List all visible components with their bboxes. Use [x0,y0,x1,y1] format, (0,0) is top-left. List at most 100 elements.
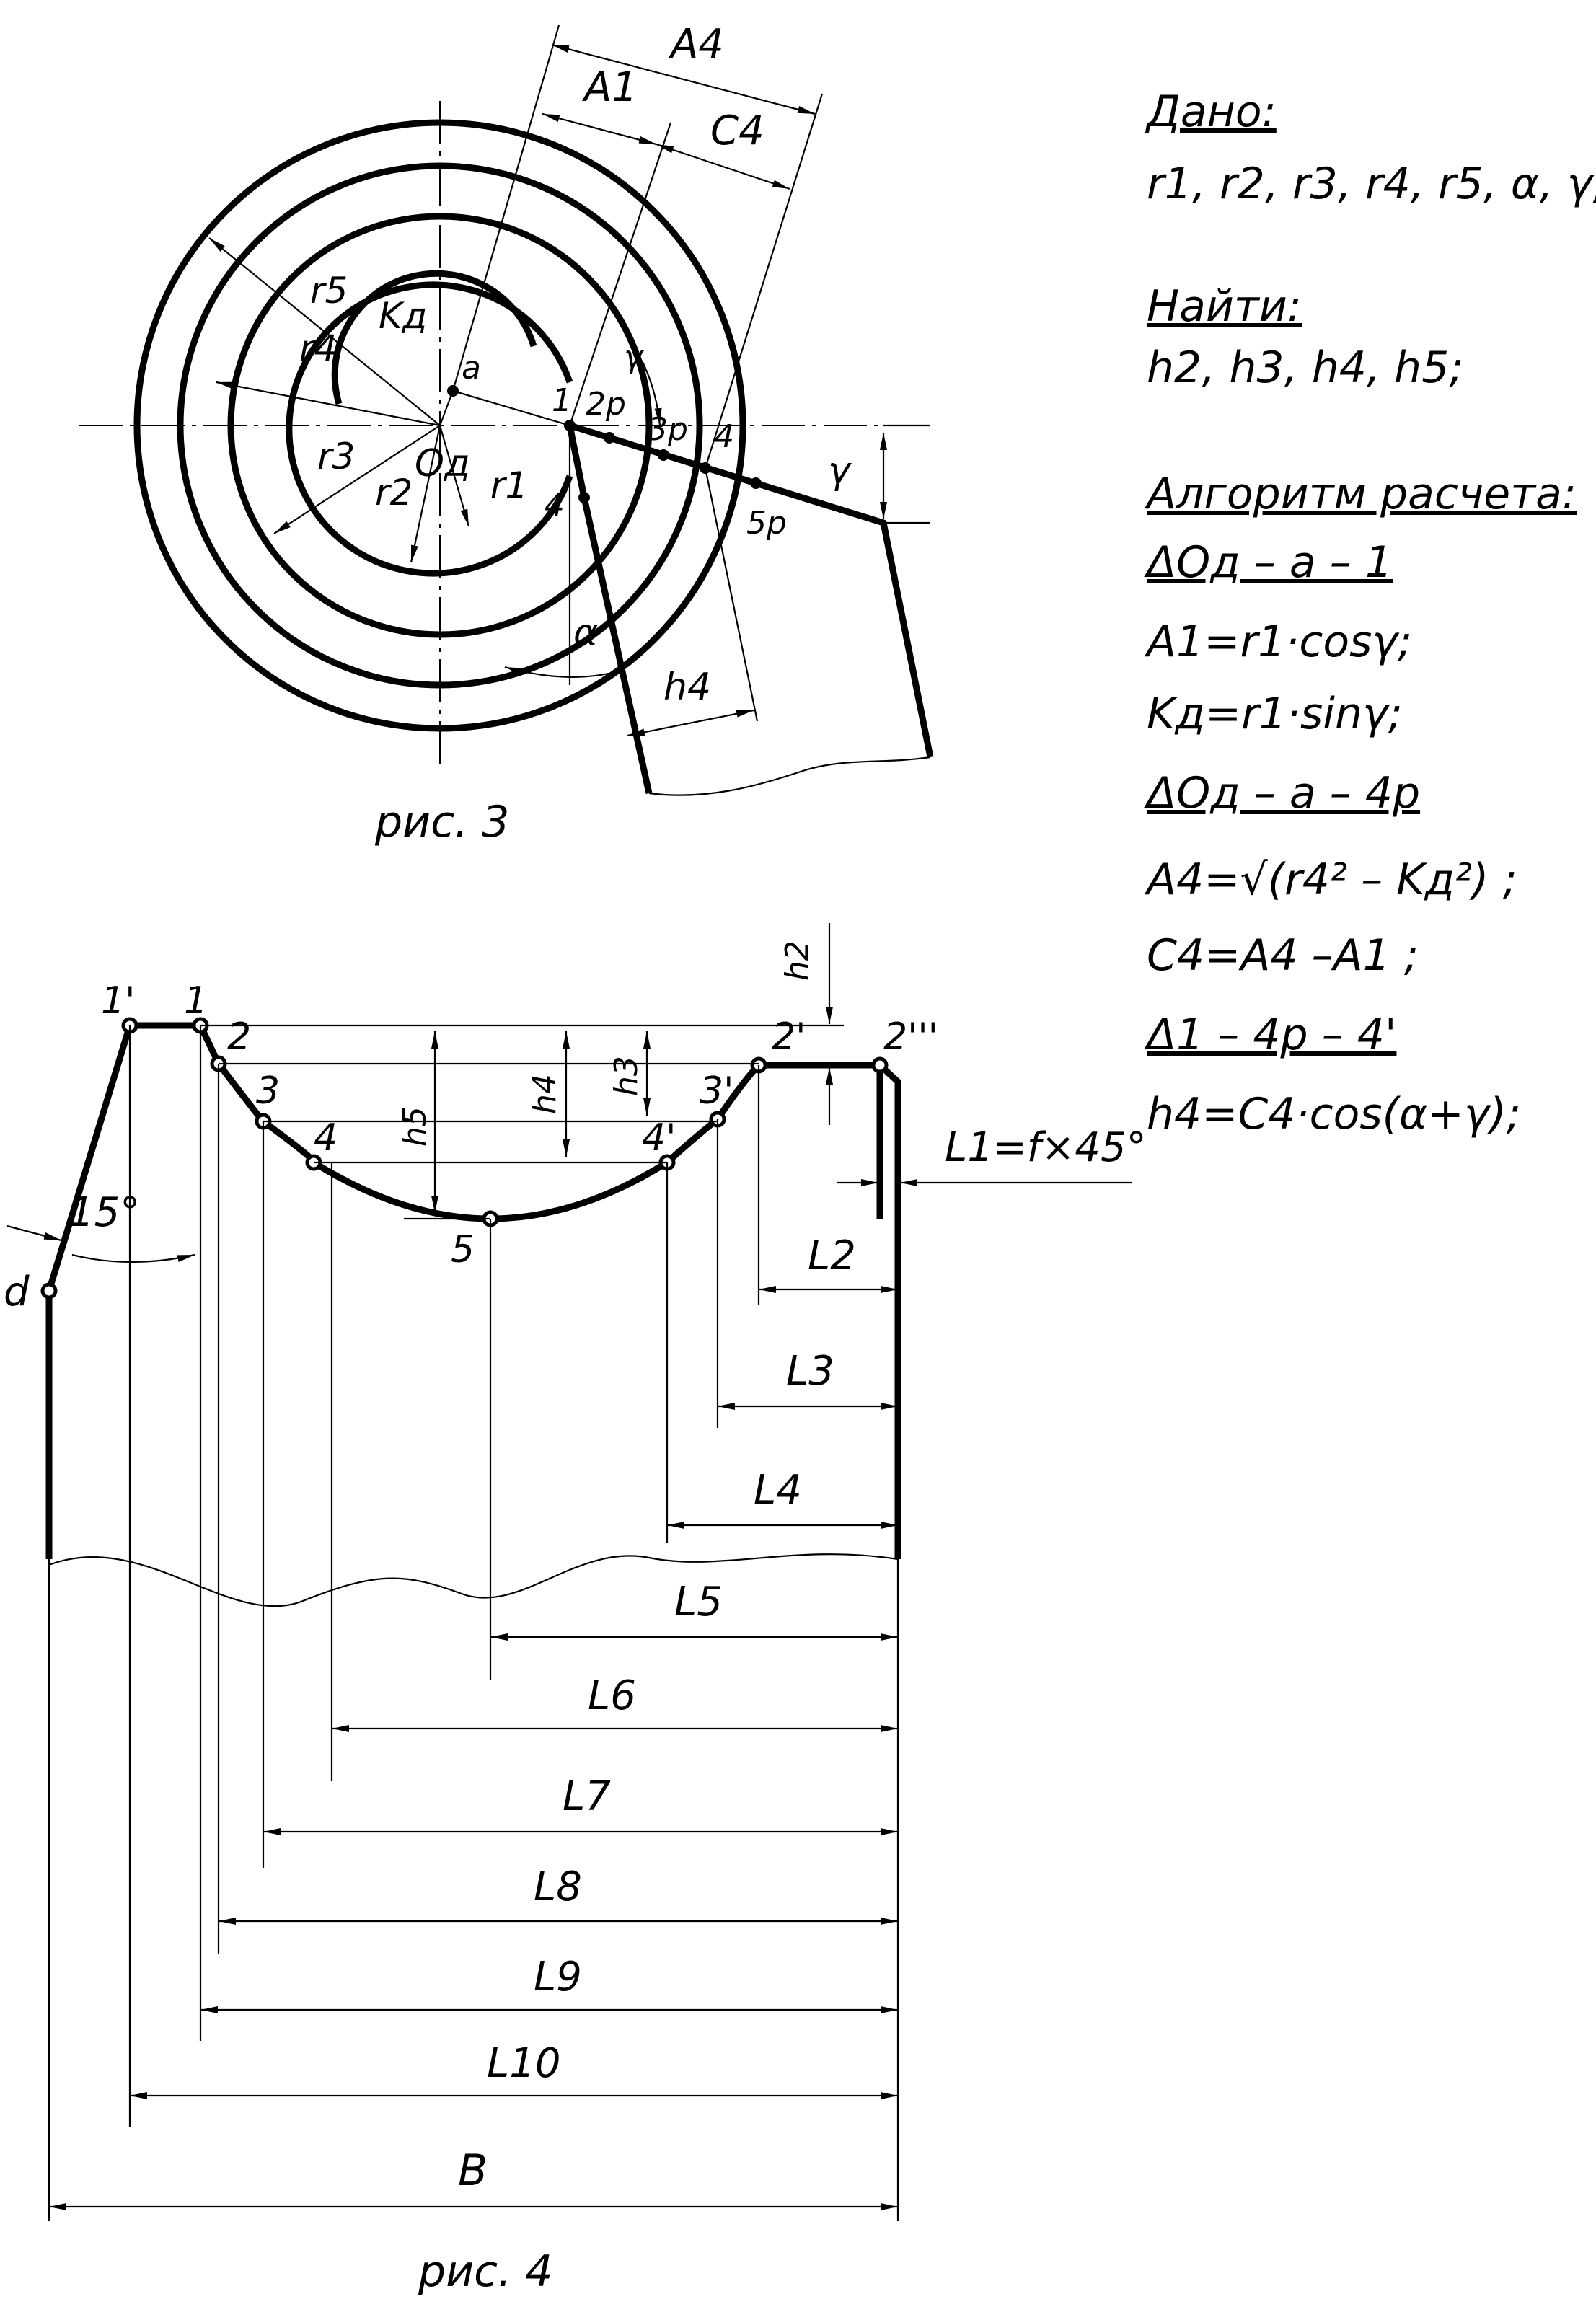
leader-kd [438,390,454,426]
dim-h4-fig3 [583,467,759,737]
given-list: r1, r2, r3, r4, r5, α, γ; [1147,159,1596,209]
tool-break-line [648,756,931,796]
label-h4-fig3: h4 [663,666,711,709]
figure-4: 1' 1 2 3 4 5 4' 3' 2' 2''' d 15° h5 h4 h… [4,923,1147,2297]
ext-line-a [451,25,560,392]
figure-3: A4 A1 C4 r5 r4 r3 r2 r1 Kд Oд a 1 2p 3p … [79,21,934,847]
label-point-1prime: 1' [101,979,135,1023]
label-h2: h2 [779,940,816,981]
label-l3: L3 [786,1348,834,1395]
label-point-d: d [4,1268,30,1315]
given-title: Дано: [1145,87,1277,137]
label-l9: L9 [534,1954,582,2000]
triangle-3: Δ1 – 4p – 4' [1144,1010,1396,1060]
label-point-5-fig4: 5 [451,1228,475,1271]
label-point-3prime: 3' [700,1069,733,1113]
circle-r1-arc [331,270,537,405]
dims-a-c [451,25,824,469]
label-l6: L6 [588,1672,636,1719]
label-point-2prime: 2' [772,1015,806,1059]
label-r5: r5 [310,270,348,312]
label-l5: L5 [674,1579,723,1625]
caption-fig4: рис. 4 [418,2246,552,2297]
dim-line-c4 [656,143,790,190]
radius-leaders [208,237,570,563]
label-h4-fig4: h4 [526,1074,563,1114]
circle-r4 [177,162,703,689]
ext-h4-b [583,497,636,729]
label-b: B [458,2145,488,2196]
point-5p-marker [750,477,762,489]
label-gamma-top: γ [624,339,644,376]
label-point-1: 1 [552,382,572,419]
profile-left [45,1022,222,1559]
ext-line-4 [704,93,824,469]
label-l4: L4 [754,1467,802,1514]
algorithm-title: Алгоритм расчета: [1144,469,1577,519]
label-angle-15: 15° [69,1189,140,1236]
label-point-3-fig4: 3 [256,1069,280,1113]
leader-r2 [410,425,441,563]
label-l10: L10 [487,2040,560,2087]
equation-a4: A4=√(r4² – Kд²) ; [1144,855,1517,905]
ext-line-1 [568,122,672,426]
point-d [40,1282,58,1299]
equation-kd: Kд=r1·sinγ; [1147,689,1403,739]
label-point-1-fig4: 1 [184,979,208,1023]
ext-h4-a [704,467,759,722]
label-h3: h3 [608,1056,645,1096]
leader-r1 [438,425,470,527]
break-line-fig4 [48,1553,899,1607]
label-l2: L2 [808,1232,856,1279]
profile-arc [216,1062,762,1222]
equation-c4: C4=A4 –A1 ; [1147,930,1419,981]
label-point-3p: 3p [648,411,688,448]
label-h5: h5 [397,1106,433,1147]
dim-line-a4 [551,43,816,115]
label-kd: Kд [379,295,427,337]
label-gamma-right: γ [828,449,852,493]
leader-a-1 [452,389,570,427]
label-point-2p: 2p [586,386,626,423]
label-a1: A1 [582,64,638,111]
label-r3: r3 [317,436,355,477]
find-title: Найти: [1147,281,1302,332]
label-point-4-fig4: 4 [314,1116,338,1160]
equation-h4: h4=C4·cos(α+γ); [1147,1089,1521,1139]
label-point-4-flank: 4 [545,487,565,524]
calculation-panel: Дано: r1, r2, r3, r4, r5, α, γ; Найти: h… [1144,87,1596,1139]
gamma-top-arc [641,360,662,426]
label-od: Oд [415,442,470,485]
leader-r5 [208,237,441,426]
point-3p-marker [658,449,669,461]
label-point-2-fig4: 2 [227,1015,251,1059]
find-list: h2, h3, h4, h5; [1147,343,1463,393]
caption-fig3: рис. 3 [374,797,509,847]
tool-rake-edge [568,422,934,758]
label-l1: L1=f×45° [945,1124,1147,1171]
point-2triple [871,1056,889,1074]
label-c4: C4 [710,107,764,154]
alpha-arc [504,666,621,678]
circle-r5 [133,119,746,732]
label-a4: A4 [669,21,724,68]
angle-15-pointer [6,1224,62,1242]
label-l7: L7 [563,1773,611,1820]
triangle-1: ΔOд – a – 1 [1144,537,1393,588]
leader-r4 [216,381,441,427]
equation-a1: A1=r1·cosγ; [1144,617,1412,667]
label-r2: r2 [375,472,413,513]
label-alpha: α [573,612,598,655]
angle-15-arc [71,1253,195,1263]
label-point-4prime: 4' [642,1116,676,1160]
point-2p-marker [604,432,615,444]
dim-line-a1 [542,112,657,146]
label-point-4: 4 [714,418,734,455]
label-a: a [462,350,481,387]
label-r1: r1 [490,464,528,506]
leader-r3 [273,425,441,534]
triangle-2: ΔOд – a – 4p [1144,768,1420,818]
label-l8: L8 [534,1863,582,1910]
circle-r3 [227,213,653,638]
